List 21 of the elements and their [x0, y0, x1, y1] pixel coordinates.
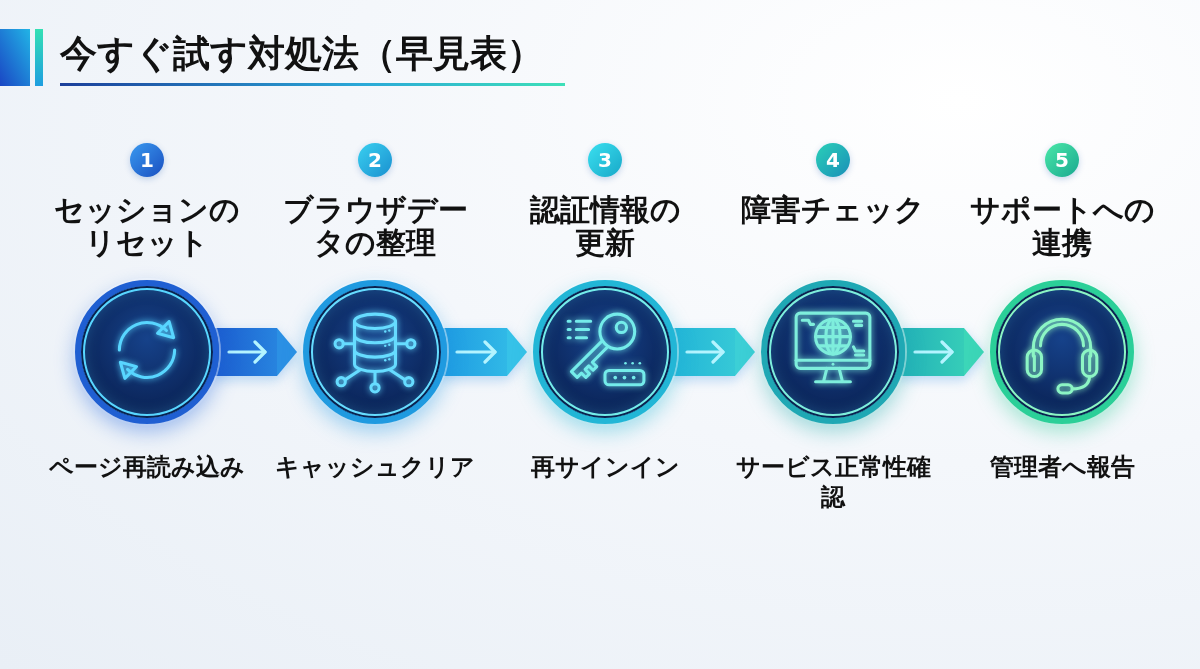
- step-description: 再サインイン: [529, 452, 681, 482]
- step-circle: [75, 280, 219, 424]
- step-title: サポートへの連携: [968, 193, 1156, 259]
- step-number-badge: 1: [130, 143, 164, 177]
- step-number-badge: 4: [816, 143, 850, 177]
- step-number-badge: 5: [1045, 143, 1079, 177]
- step-number-badge: 2: [358, 143, 392, 177]
- step-circle: [303, 280, 447, 424]
- step-description: サービス正常性確認: [734, 452, 932, 512]
- step-circle: [533, 280, 677, 424]
- step-description: 管理者へ報告: [988, 452, 1136, 482]
- step-title: 障害チェック: [740, 193, 926, 226]
- step-title: ブラウザデータの整理: [281, 193, 469, 259]
- step-title: セッションのリセット: [53, 193, 241, 259]
- step-number-badge: 3: [588, 143, 622, 177]
- step-title: 認証情報の更新: [528, 193, 682, 259]
- step-circle: [990, 280, 1134, 424]
- step-circle: [761, 280, 905, 424]
- step-description: キャッシュクリア: [275, 452, 475, 482]
- step-description: ページ再読み込み: [48, 452, 246, 482]
- title: 今すぐ試す対処法（早見表）: [60, 31, 544, 77]
